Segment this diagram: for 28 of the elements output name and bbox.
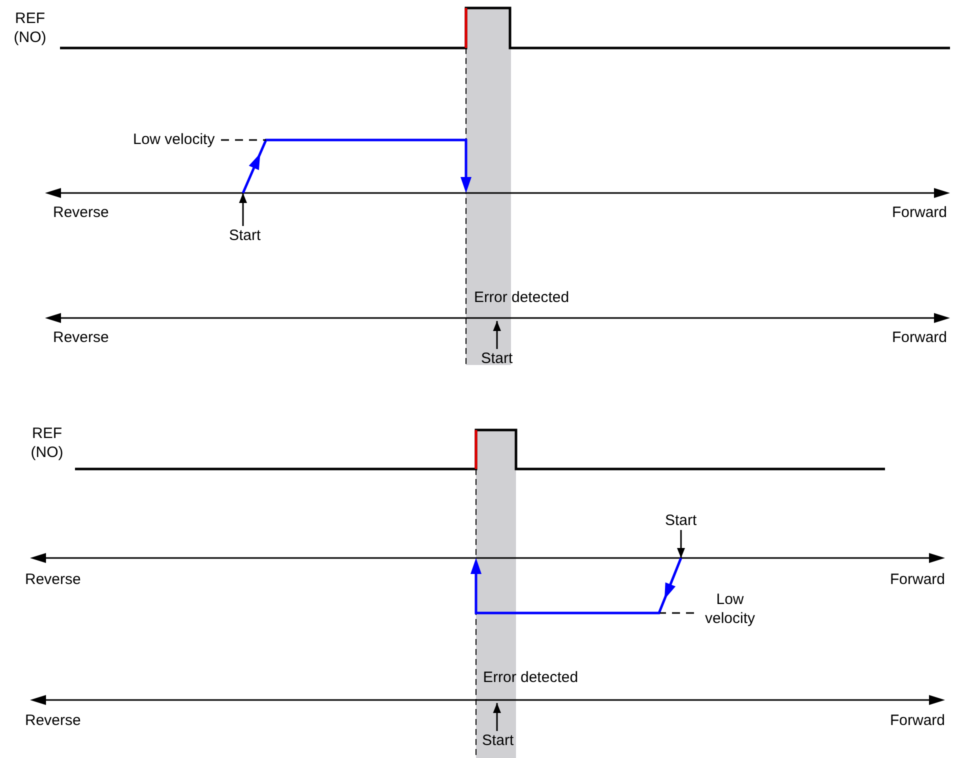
annotation-text: Low velocity [133, 130, 215, 149]
dashed-leader-line [660, 612, 694, 614]
direction-label: Reverse [25, 711, 81, 730]
direction-label: Reverse [53, 203, 109, 222]
direction-label: Reverse [53, 328, 109, 347]
signal-label: REF (NO) [30, 424, 64, 462]
leader-arrow [493, 321, 501, 349]
annotation-text: Start [665, 511, 697, 530]
event-label: Error detected [474, 288, 570, 307]
direction-label: Forward [890, 711, 946, 730]
highlight-band [466, 8, 511, 365]
velocity-profile [470, 558, 682, 614]
annotation-text: Start [229, 226, 261, 245]
direction-label: Forward [892, 203, 948, 222]
event-label: Error detected [483, 668, 578, 687]
leader-arrow [239, 193, 247, 226]
direction-label: Reverse [25, 570, 81, 589]
signal-label: REF (NO) [12, 9, 48, 47]
dashed-leader-line [221, 139, 266, 141]
leader-arrow [493, 703, 501, 731]
annotation-text: Low velocity [698, 590, 762, 628]
direction-label: Forward [892, 328, 948, 347]
annotation-text: Start [481, 349, 513, 368]
annotation-text: Start [482, 731, 514, 750]
direction-label: Forward [890, 570, 946, 589]
velocity-profile [242, 138, 472, 194]
leader-arrow [677, 530, 685, 558]
highlight-band [476, 430, 516, 758]
